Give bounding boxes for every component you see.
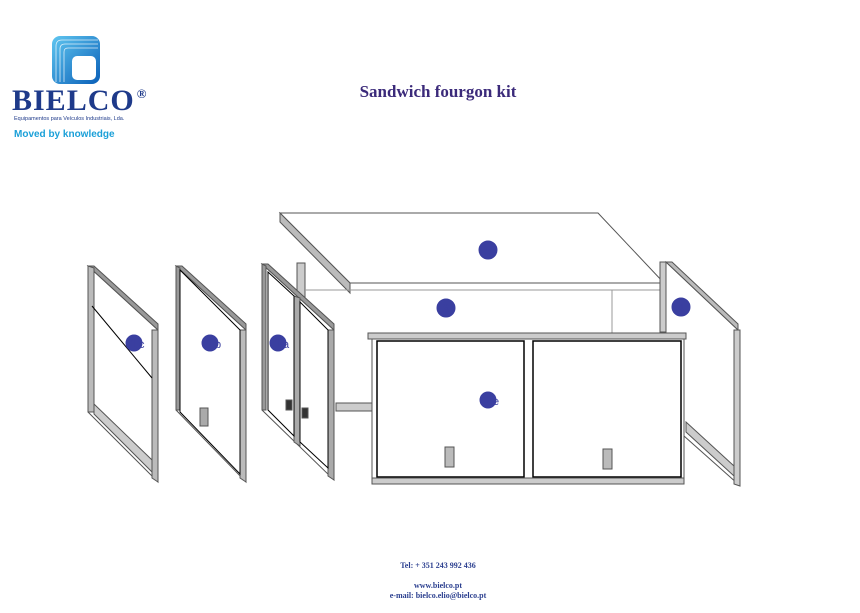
- label-2e-num: 2: [484, 393, 491, 408]
- door-handle-right: [602, 448, 613, 470]
- label-2e: e: [493, 396, 499, 408]
- door-handle-left: [444, 446, 455, 468]
- label-1b: b: [215, 339, 221, 351]
- label-3: 3: [442, 301, 449, 316]
- panel-1a: [260, 262, 335, 482]
- label-1c: c: [139, 339, 145, 351]
- tagline: Moved by knowledge: [14, 129, 115, 140]
- panel-1c: [86, 264, 159, 484]
- brand-name: BIELCO®: [12, 84, 148, 117]
- label-1b-num: 1: [206, 336, 213, 351]
- label-5: 5: [484, 243, 491, 258]
- label-circle: [478, 240, 498, 260]
- footer-tel: Tel: + 351 243 992 436: [400, 561, 476, 570]
- label-4: 4: [677, 300, 684, 315]
- label-circle: [125, 334, 143, 352]
- front-panel-2e: [367, 332, 687, 485]
- roof-panel: [278, 211, 666, 295]
- panel-1b: [174, 264, 247, 484]
- label-1a: a: [283, 339, 290, 351]
- company-subtitle: Equipamentos para Veículos Industriais, …: [14, 116, 125, 122]
- footer-email[interactable]: e-mail: bielco.elio@bielco.pt: [389, 591, 487, 600]
- bielco-logo-icon: [52, 36, 100, 84]
- footer-web[interactable]: www.bielco.pt: [414, 581, 462, 590]
- label-circle: [436, 298, 456, 318]
- label-circle: [671, 297, 691, 317]
- page-title: Sandwich fourgon kit: [359, 82, 517, 101]
- label-circle: [201, 334, 219, 352]
- label-1a-num: 1: [274, 336, 281, 351]
- label-circle: [269, 334, 287, 352]
- label-circle: [479, 391, 497, 409]
- label-1c-num: 1: [130, 336, 137, 351]
